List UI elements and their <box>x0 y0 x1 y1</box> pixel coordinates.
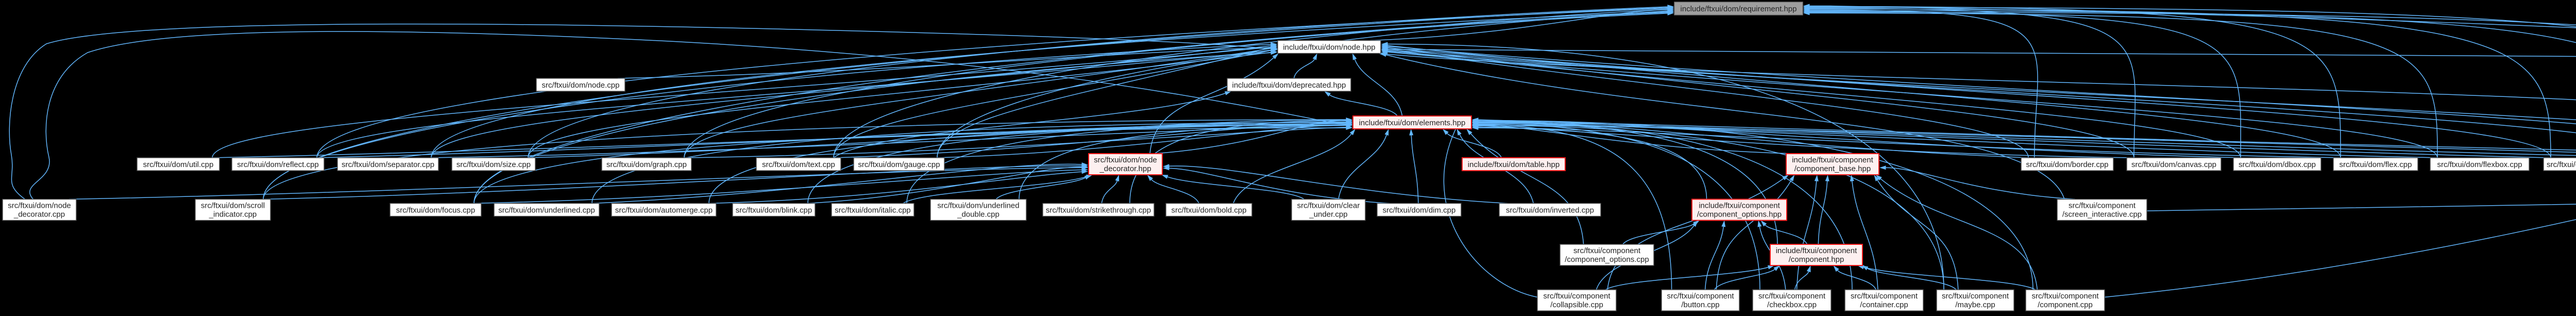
svg-text:src/ftxui/dom/graph.cpp: src/ftxui/dom/graph.cpp <box>606 160 687 169</box>
svg-text:src/ftxui/dom/util.cpp: src/ftxui/dom/util.cpp <box>143 160 214 169</box>
svg-text:_indicator.cpp: _indicator.cpp <box>209 210 257 219</box>
svg-text:include/ftxui/component: include/ftxui/component <box>1792 156 1873 164</box>
svg-text:src/ftxui/dom/size.cpp: src/ftxui/dom/size.cpp <box>456 160 531 169</box>
svg-text:src/ftxui/dom/italic.cpp: src/ftxui/dom/italic.cpp <box>835 206 911 215</box>
svg-text:src/ftxui/component: src/ftxui/component <box>2069 202 2136 210</box>
svg-text:include/ftxui/dom/deprecated.h: include/ftxui/dom/deprecated.hpp <box>1232 81 1346 90</box>
svg-text:include/ftxui/dom/node.hpp: include/ftxui/dom/node.hpp <box>1283 43 1375 52</box>
svg-text:src/ftxui/dom/canvas.cpp: src/ftxui/dom/canvas.cpp <box>2131 160 2216 169</box>
svg-text:src/ftxui/dom/flex.cpp: src/ftxui/dom/flex.cpp <box>2340 160 2412 169</box>
svg-text:src/ftxui/component: src/ftxui/component <box>2031 292 2099 301</box>
svg-text:src/ftxui/dom/separator.cpp: src/ftxui/dom/separator.cpp <box>342 160 434 169</box>
svg-text:src/ftxui/dom/node.cpp: src/ftxui/dom/node.cpp <box>542 81 620 90</box>
svg-text:src/ftxui/dom/scroll: src/ftxui/dom/scroll <box>201 202 265 210</box>
svg-text:src/ftxui/component: src/ftxui/component <box>1573 246 1641 255</box>
svg-text:src/ftxui/dom/node: src/ftxui/dom/node <box>8 202 71 210</box>
svg-text:src/ftxui/dom/border.cpp: src/ftxui/dom/border.cpp <box>2026 160 2108 169</box>
svg-text:include/ftxui/dom/table.hpp: include/ftxui/dom/table.hpp <box>1468 160 1560 169</box>
svg-text:src/ftxui/dom/dbox.cpp: src/ftxui/dom/dbox.cpp <box>2239 160 2316 169</box>
svg-text:src/ftxui/dom/reflect.cpp: src/ftxui/dom/reflect.cpp <box>237 160 318 169</box>
svg-text:src/ftxui/dom/frame.cpp: src/ftxui/dom/frame.cpp <box>2547 160 2576 169</box>
svg-text:src/ftxui/dom/dim.cpp: src/ftxui/dom/dim.cpp <box>1383 206 1456 215</box>
svg-text:/component.cpp: /component.cpp <box>2038 301 2093 309</box>
svg-text:/button.cpp: /button.cpp <box>1681 301 1719 309</box>
svg-text:src/ftxui/component: src/ftxui/component <box>1758 292 1826 301</box>
svg-text:src/ftxui/dom/flexbox.cpp: src/ftxui/dom/flexbox.cpp <box>2437 160 2522 169</box>
svg-text:src/ftxui/dom/inverted.cpp: src/ftxui/dom/inverted.cpp <box>1506 206 1594 215</box>
svg-text:src/ftxui/dom/gauge.cpp: src/ftxui/dom/gauge.cpp <box>858 160 940 169</box>
svg-text:/collapsible.cpp: /collapsible.cpp <box>1550 301 1603 309</box>
svg-text:src/ftxui/dom/focus.cpp: src/ftxui/dom/focus.cpp <box>396 206 475 215</box>
svg-text:/screen_interactive.cpp: /screen_interactive.cpp <box>2062 210 2142 219</box>
svg-text:src/ftxui/component: src/ftxui/component <box>1543 292 1611 301</box>
svg-text:include/ftxui/dom/elements.hpp: include/ftxui/dom/elements.hpp <box>1359 119 1466 127</box>
svg-text:_decorator.hpp: _decorator.hpp <box>1099 164 1151 173</box>
svg-text:src/ftxui/dom/text.cpp: src/ftxui/dom/text.cpp <box>762 160 835 169</box>
svg-text:/checkbox.cpp: /checkbox.cpp <box>1767 301 1817 309</box>
svg-text:src/ftxui/dom/node: src/ftxui/dom/node <box>1094 156 1157 164</box>
svg-text:/component.hpp: /component.hpp <box>1789 255 1844 264</box>
svg-text:src/ftxui/dom/blink.cpp: src/ftxui/dom/blink.cpp <box>736 206 812 215</box>
svg-text:src/ftxui/component: src/ftxui/component <box>1667 292 1734 301</box>
svg-text:src/ftxui/dom/underlined.cpp: src/ftxui/dom/underlined.cpp <box>498 206 595 215</box>
svg-text:src/ftxui/component: src/ftxui/component <box>1942 292 2009 301</box>
svg-text:/container.cpp: /container.cpp <box>1860 301 1908 309</box>
svg-text:include/ftxui/component: include/ftxui/component <box>1776 246 1857 255</box>
svg-text:_decorator.cpp: _decorator.cpp <box>13 210 65 219</box>
svg-text:_under.cpp: _under.cpp <box>1309 210 1347 219</box>
svg-text:src/ftxui/dom/automerge.cpp: src/ftxui/dom/automerge.cpp <box>615 206 713 215</box>
svg-text:src/ftxui/dom/strikethrough.cp: src/ftxui/dom/strikethrough.cpp <box>1046 206 1151 215</box>
svg-text:src/ftxui/dom/bold.cpp: src/ftxui/dom/bold.cpp <box>1172 206 1247 215</box>
svg-text:src/ftxui/dom/clear: src/ftxui/dom/clear <box>1297 202 1360 210</box>
svg-text:/component_options.hpp: /component_options.hpp <box>1697 210 1782 219</box>
svg-text:include/ftxui/dom/requirement.: include/ftxui/dom/requirement.hpp <box>1681 5 1797 13</box>
svg-text:src/ftxui/dom/underlined: src/ftxui/dom/underlined <box>937 202 1019 210</box>
svg-text:_double.cpp: _double.cpp <box>957 210 999 219</box>
svg-text:/maybe.cpp: /maybe.cpp <box>1955 301 1995 309</box>
svg-text:/component_options.cpp: /component_options.cpp <box>1565 255 1649 264</box>
svg-text:/component_base.hpp: /component_base.hpp <box>1794 164 1871 173</box>
svg-text:src/ftxui/component: src/ftxui/component <box>1851 292 1918 301</box>
svg-text:include/ftxui/component: include/ftxui/component <box>1699 202 1780 210</box>
